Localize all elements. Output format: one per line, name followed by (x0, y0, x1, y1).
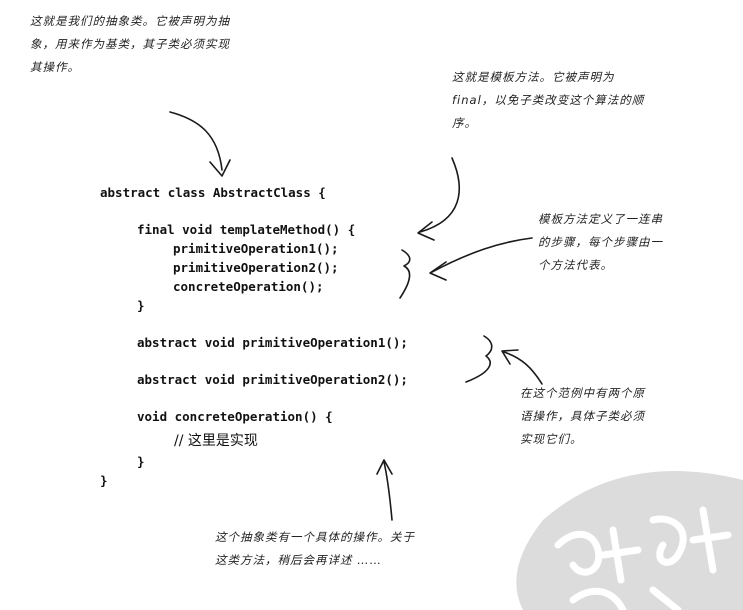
code-line-primitive-call-1: primitiveOperation1(); (173, 241, 339, 256)
template-method-note: 这就是模板方法。它被声明为 final，以免子类改变这个算法的顺 序。 (452, 70, 645, 130)
abstract-class-note: 这就是我们的抽象类。它被声明为抽 象，用来作为基类，其子类必须实现 其操作。 (30, 14, 230, 74)
code-line-concrete-method: void concreteOperation() { (137, 409, 333, 424)
arrow-to-primitive-icon (503, 351, 543, 385)
brace-primitive-icon (465, 335, 493, 383)
code-line-primitive-call-2: primitiveOperation2(); (173, 260, 339, 275)
code-line-template-method: final void templateMethod() { (137, 222, 356, 237)
arrow-to-concrete-icon (383, 461, 393, 521)
code-line-template-close: } (137, 298, 145, 313)
brace-steps-icon (399, 249, 411, 299)
primitive-ops-note: 在这个范例中有两个原 语操作，具体子类必须 实现它们。 (520, 386, 645, 446)
code-line-primitive-decl-1: abstract void primitiveOperation1(); (137, 335, 408, 350)
arrowhead-class-icon (209, 159, 231, 177)
code-line-class-decl: abstract class AbstractClass { (100, 185, 326, 200)
arrowhead-concrete-icon (376, 459, 393, 475)
code-line-primitive-decl-2: abstract void primitiveOperation2(); (137, 372, 408, 387)
code-line-concrete-close: } (137, 454, 145, 469)
code-line-comment: // 这里是实现 (174, 433, 258, 449)
arrow-to-class-icon (169, 111, 223, 171)
code-line-class-close: } (100, 473, 108, 488)
arrow-to-steps-icon (431, 237, 533, 273)
arrowhead-template-icon (417, 221, 435, 241)
arrowhead-steps-icon (429, 261, 447, 281)
steps-note: 模板方法定义了一连串 的步骤，每个步骤由一 个方法代表。 (538, 212, 663, 272)
watermark-seal-icon (516, 471, 743, 610)
concrete-op-note: 这个抽象类有一个具体的操作。关于 这类方法，稍后会再详述 …… (215, 530, 415, 567)
code-line-concrete-call: concreteOperation(); (173, 279, 324, 294)
arrowhead-primitive-icon (501, 349, 519, 365)
arrow-to-template-icon (419, 157, 460, 233)
